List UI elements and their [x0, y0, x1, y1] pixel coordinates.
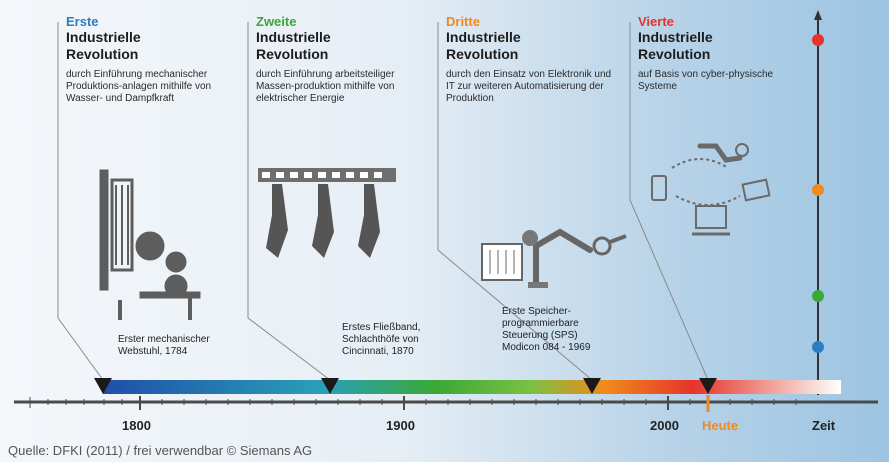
ordinal-fourth: Vierte — [638, 14, 674, 29]
title-line1: Industrielle — [446, 29, 521, 45]
dot-orange — [812, 184, 824, 196]
loom-illustration — [99, 169, 201, 320]
assembly-line-illustration — [258, 168, 396, 258]
milestone-third: Erste Speicher-programmierbare Steuerung… — [502, 306, 591, 353]
milestone-second: Erstes Fließband, Schlachthöfe von Cinci… — [342, 322, 421, 357]
description: durch den Einsatz von Elektronik und IT … — [446, 69, 612, 104]
milestone-first: Erster mechanischer Webstuhl, 1784 — [118, 334, 210, 357]
title-line2: Revolution — [446, 46, 519, 62]
title-line1: Industrielle — [638, 29, 713, 45]
title-line2: Revolution — [66, 46, 139, 62]
ordinal-second: Zweite — [256, 14, 297, 29]
title-line2: Revolution — [638, 46, 711, 62]
ordinal-third: Dritte — [446, 14, 480, 29]
dot-blue — [812, 341, 824, 353]
source-caption: Quelle: DFKI (2011) / frei verwendbar © … — [8, 443, 313, 458]
dot-green — [812, 290, 824, 302]
panel-third-revolution: Dritte Industrielle Revolution durch den… — [446, 14, 646, 105]
axis-label-time: Zeit — [812, 418, 836, 433]
tick-1800: 1800 — [122, 418, 151, 433]
axis-ticks — [29, 396, 797, 410]
tick-1900: 1900 — [386, 418, 415, 433]
title-line2: Revolution — [256, 46, 329, 62]
title-line1: Industrielle — [256, 29, 331, 45]
color-bar — [103, 380, 841, 394]
description: durch Einführung arbeitsteiliger Massen-… — [256, 69, 395, 104]
description: auf Basis von cyber-physische Systeme — [638, 69, 774, 92]
tick-today: Heute — [702, 418, 739, 433]
panel-fourth-revolution: Vierte Industrielle Revolution auf Basis… — [638, 14, 838, 93]
panel-second-revolution: Zweite Industrielle Revolution durch Ein… — [256, 14, 456, 105]
panel-lines — [57, 22, 709, 381]
dot-red — [812, 34, 824, 46]
ordinal-first: Erste — [66, 14, 99, 29]
milestone-markers — [94, 378, 717, 394]
robot-illustration — [481, 228, 627, 288]
tick-2000: 2000 — [650, 418, 679, 433]
description: durch Einführung mechanischer Produktion… — [66, 69, 212, 104]
panel-first-revolution: Erste Industrielle Revolution durch Einf… — [66, 14, 266, 105]
cyber-devices-illustration — [651, 143, 771, 236]
title-line1: Industrielle — [66, 29, 141, 45]
